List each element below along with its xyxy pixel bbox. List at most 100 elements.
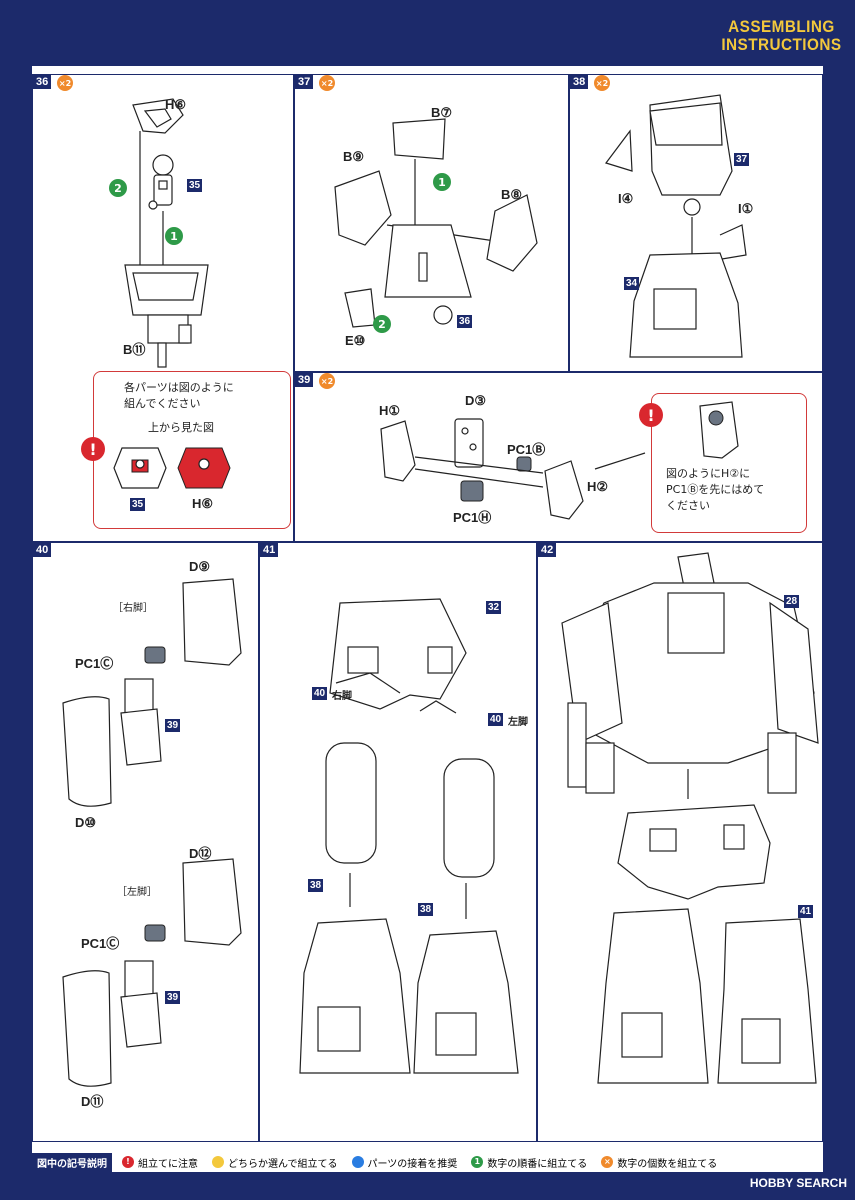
order-icon: 2: [109, 179, 127, 197]
part-label-b9: B⑨: [343, 149, 365, 164]
warning-icon: !: [639, 403, 663, 427]
watermark: HOBBY SEARCH: [749, 1176, 847, 1190]
subassy-label: 36: [457, 315, 473, 328]
choice-icon: [212, 1156, 224, 1168]
subassy-label: 35: [130, 498, 146, 511]
part-label-h6: H⑥: [192, 496, 214, 511]
right-leg-label: 右脚: [332, 691, 352, 702]
title-line-1: ASSEMBLING: [727, 17, 835, 36]
step-37-diagram: [334, 118, 538, 328]
step-42-diagram: [561, 552, 819, 1084]
part-label-d12: D⑫: [189, 846, 212, 861]
legend-text: どちらか選んで組立てる: [228, 1158, 338, 1170]
note-text: 各パーツは図のように: [124, 381, 234, 394]
legend: 図中の記号説明 ! 組立てに注意 どちらか選んで組立てる パーツの接着を推奨 1…: [32, 1152, 823, 1172]
part-label-d11: D⑪: [81, 1094, 104, 1109]
subassy-label: 38: [308, 879, 324, 892]
note-text: ください: [666, 499, 710, 512]
part-label-pc1c: PC1Ⓒ: [81, 936, 120, 951]
part-label-e10: E⑩: [345, 333, 366, 348]
part-label-h2: H②: [587, 479, 609, 494]
left-leg-label: 左脚: [508, 717, 528, 728]
count-icon: ×2: [594, 75, 610, 91]
subassy-label: 28: [784, 595, 800, 608]
step-37-panel: 37 ×2 B⑦ B⑨ B⑧ E⑩ 36 1 2: [294, 74, 569, 372]
left-leg-tag: ［左脚］: [117, 887, 157, 898]
order-icon: 2: [373, 315, 391, 333]
part-label-d10: D⑩: [75, 815, 97, 830]
warning-icon: !: [81, 437, 105, 461]
subassy-label: 32: [486, 601, 502, 614]
note-text: 図のようにH②に: [666, 467, 751, 480]
subassy-label: 39: [165, 719, 181, 732]
count-icon: ×2: [319, 75, 335, 91]
part-label-h6: H⑥: [165, 97, 187, 112]
part-label-pc1c: PC1Ⓒ: [75, 656, 114, 671]
legend-item: ! 組立てに注意: [122, 1155, 198, 1170]
note-box: 各パーツは図のように 組んでください 上から見た図 35 H⑥: [93, 371, 291, 529]
note-text: PC1Ⓑを先にはめて: [666, 483, 765, 496]
subassy-label: 38: [418, 903, 434, 916]
part-label-d9: D⑨: [189, 559, 211, 574]
note-box: 図のようにH②に PC1Ⓑを先にはめて ください: [651, 393, 807, 533]
count-icon: ×: [601, 1156, 614, 1168]
step-number: 38: [570, 75, 589, 89]
step-38-panel: 38 ×2 37 I④ I① 34: [569, 74, 823, 372]
step-number: 39: [295, 373, 314, 387]
subassy-label: 39: [165, 991, 181, 1004]
part-label-d3: D③: [465, 393, 487, 408]
step-number: 42: [538, 543, 557, 557]
part-label-i1: I①: [738, 201, 754, 216]
step-number: 36: [33, 75, 52, 89]
legend-item: どちらか選んで組立てる: [212, 1155, 338, 1170]
count-icon: ×2: [57, 75, 73, 91]
note-text: 組んでください: [124, 397, 201, 410]
order-icon: 1: [433, 173, 451, 191]
order-icon: 1: [165, 227, 183, 245]
subassy-label: 34: [624, 277, 640, 290]
step-40-panel: 40 D⑨ ［右脚］ PC1Ⓒ 39 D⑩ D⑫ ［左脚］ PC1Ⓒ 39 D⑪: [32, 542, 259, 1142]
step-number: 41: [260, 543, 279, 557]
step-39-diagram: [380, 418, 646, 520]
note-caption: 上から見た図: [148, 421, 214, 434]
legend-text: 数字の順番に組立てる: [487, 1158, 588, 1170]
step-38-diagram: [605, 94, 747, 358]
legend-title: 図中の記号説明: [32, 1152, 112, 1172]
step-39-panel: 39 ×2 H① D③ PC1Ⓑ H② PC1Ⓗ 図のようにH②に PC1Ⓑを先…: [294, 372, 823, 542]
right-leg-tag: ［右脚］: [113, 603, 153, 614]
step-36-diagram: [124, 98, 209, 368]
page-title: ASSEMBLING INSTRUCTIONS: [721, 18, 841, 54]
part-label-pc1h: PC1Ⓗ: [453, 510, 492, 525]
part-label-b8: B⑧: [501, 187, 523, 202]
subassy-label: 35: [187, 179, 203, 192]
step-41-panel: 41 32 40 右脚 40 左脚 38 38: [259, 542, 537, 1142]
part-label-b7: B⑦: [431, 105, 453, 120]
top-view-diagram: [113, 447, 231, 489]
glue-icon: [351, 1156, 364, 1168]
ref-label: 40: [488, 713, 504, 726]
legend-text: 数字の個数を組立てる: [617, 1158, 718, 1170]
subassy-label: 41: [798, 905, 814, 918]
title-line-2: INSTRUCTIONS: [720, 35, 841, 54]
step-41-diagram: [299, 598, 519, 1074]
legend-item: パーツの接着を推奨: [351, 1155, 458, 1170]
part-label-pc1b: PC1Ⓑ: [507, 442, 546, 457]
step-36-panel: 36 ×2 H⑥ 35 2 1 B⑪ 各パーツは図のように 組んでください 上か…: [32, 74, 294, 542]
step-number: 40: [33, 543, 52, 557]
legend-item: × 数字の個数を組立てる: [601, 1155, 717, 1170]
legend-item: 1 数字の順番に組立てる: [471, 1155, 587, 1170]
header: ASSEMBLING INSTRUCTIONS: [0, 0, 855, 66]
part-label-b11: B⑪: [123, 342, 146, 357]
order-icon: 1: [471, 1156, 484, 1168]
part-label-i4: I④: [618, 191, 634, 206]
step-40-diagram: [62, 578, 242, 1087]
legend-text: パーツの接着を推奨: [367, 1158, 458, 1170]
note-diagram: [699, 401, 739, 459]
step-42-panel: 42 28 41: [537, 542, 823, 1142]
instruction-sheet: 36 ×2 H⑥ 35 2 1 B⑪ 各パーツは図のように 組んでください 上か…: [32, 66, 823, 1170]
subassy-label: 37: [734, 153, 750, 166]
step-number: 37: [295, 75, 314, 89]
count-icon: ×2: [319, 373, 335, 389]
warning-icon: !: [122, 1156, 134, 1168]
ref-label: 40: [312, 687, 328, 700]
